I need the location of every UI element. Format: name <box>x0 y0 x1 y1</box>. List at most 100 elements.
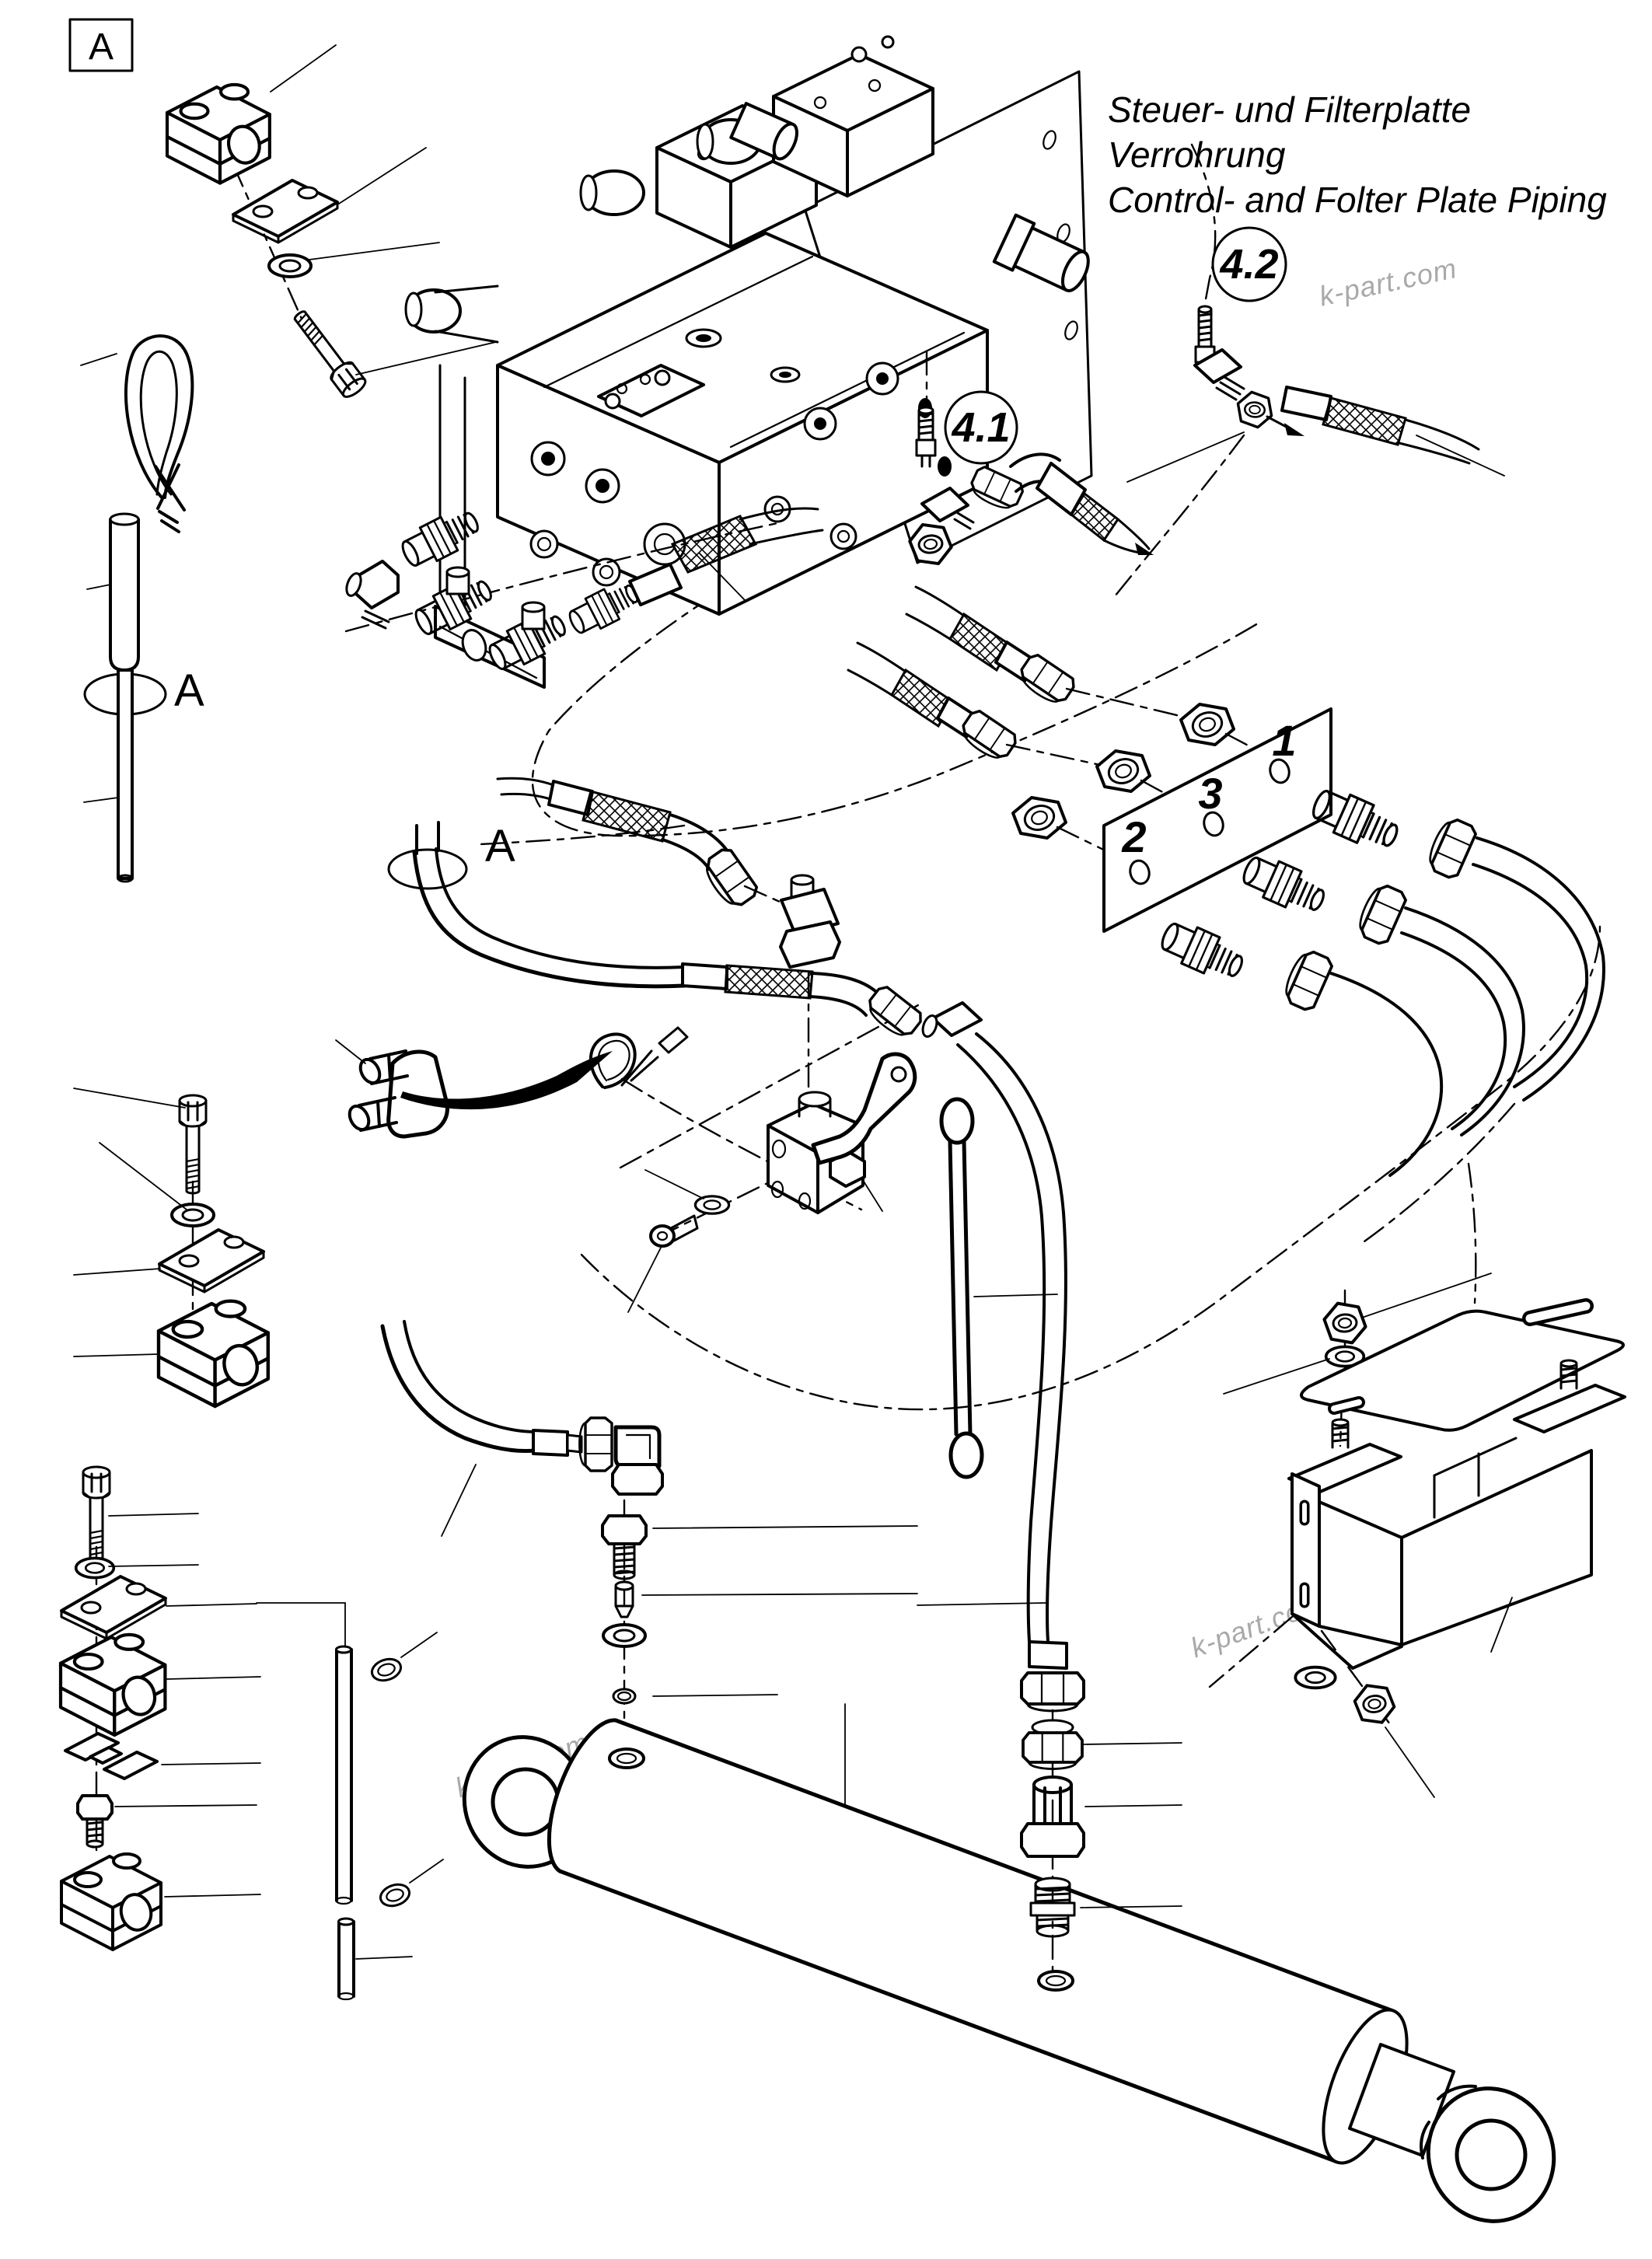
callout-4-1: 4.1 <box>951 404 1010 451</box>
block-fitting-right <box>992 213 1090 292</box>
cylinder-port-2 <box>1037 1970 1074 1992</box>
block-top-plate <box>597 364 705 417</box>
callout-circle-4-1 <box>944 390 1018 465</box>
clamp-stack-bottom-left <box>60 1465 261 1951</box>
elbow-fitting <box>345 560 400 630</box>
hydraulic-cylinder <box>462 1703 1556 2223</box>
spacer-h-plate <box>64 1732 159 1780</box>
title-line-de-1: Steuer- und Filterplatte <box>1108 89 1471 130</box>
clamp-block-3 <box>61 1635 165 1735</box>
bulkhead-fitting-2 <box>1237 849 1331 921</box>
hose-nut-cluster <box>847 585 1272 863</box>
fittings-row <box>344 502 824 678</box>
cylinder-port-1 <box>608 1747 645 1769</box>
adapter-fitting <box>601 1514 918 1580</box>
bracket-cover-plate <box>1300 1298 1625 1432</box>
hose-to-elbow <box>380 1320 613 1537</box>
elbow-above-valve <box>779 874 841 969</box>
title-line-en: Control- and Folter Plate Piping <box>1108 180 1607 220</box>
plug-fitting <box>76 1794 114 1849</box>
block-ports <box>529 328 952 587</box>
section-cut-ellipse-2 <box>387 848 468 890</box>
callout-4-2: 4.2 <box>1219 241 1278 288</box>
bracket-nut-top <box>1319 1300 1371 1346</box>
shutoff-valve <box>767 1052 917 1214</box>
tee-fitting-1 <box>409 566 499 643</box>
o-ring-2 <box>376 1880 414 1911</box>
title-block: Steuer- und Filterplatte Verrohrung Cont… <box>1108 89 1607 220</box>
callout-circle-4-2 <box>1211 226 1287 302</box>
detail-a-box: A <box>68 18 134 72</box>
pilot-valve-2 <box>696 53 934 197</box>
plate-hole-1 <box>1269 758 1291 784</box>
valve-lever <box>811 1052 917 1165</box>
thread-fitting-42 <box>1194 305 1216 364</box>
port-chain-right <box>917 1602 1182 1972</box>
hose-end-1 <box>905 585 1079 711</box>
hose-nut-b <box>1352 879 1409 948</box>
port-number-3: 3 <box>1198 769 1222 818</box>
bulkhead-fitting-1 <box>1306 782 1405 857</box>
bracket-box <box>1287 1359 1626 1670</box>
elbow-fitting-41 <box>906 487 975 567</box>
callout-4-2-group: 4.2 <box>1193 226 1505 477</box>
lock-nut-1 <box>1179 703 1235 746</box>
o-ring-small <box>612 1688 778 1705</box>
hose-nut-lower <box>1020 1671 1085 1713</box>
bracket-assembly <box>1223 1273 1626 1798</box>
washer-4 <box>602 1623 647 1648</box>
plate-hole-3 <box>1203 811 1224 837</box>
dual-fitting-arrow <box>335 1026 689 1139</box>
link-rod <box>939 1097 1058 1479</box>
washer-2 <box>170 1203 215 1227</box>
hose-end-2 <box>847 641 1021 766</box>
port-chain-left <box>380 1320 918 1749</box>
clamp-plate-3 <box>60 1575 167 1640</box>
section-marker-hose: A <box>485 821 515 871</box>
hex-bolt-2 <box>178 1094 208 1195</box>
elbow-90 <box>611 1425 664 1496</box>
port-plate: 1 3 2 <box>1102 707 1332 933</box>
mid-assembly: A <box>387 777 1067 1643</box>
hose-nut-c <box>1278 945 1336 1014</box>
hose-braided-2 <box>496 777 788 913</box>
hex-bolt <box>286 304 369 402</box>
elbow-fitting-42 <box>1193 348 1279 432</box>
hose-from-section-a <box>412 847 926 1044</box>
cylinder-barrel <box>547 1718 1406 2164</box>
socket-bolt-washer <box>627 1169 731 1313</box>
detail-a-label: A <box>89 26 114 68</box>
washer <box>267 253 313 278</box>
lanyard-clip <box>589 1026 689 1089</box>
watermark-2: k-part.com <box>1316 252 1460 312</box>
bracket-nut-bottom <box>1350 1682 1399 1726</box>
hose-a <box>1476 836 1605 1102</box>
clamp-block-4 <box>60 1852 162 1951</box>
o-ring-1 <box>368 1654 405 1685</box>
hose-descending <box>956 1032 1067 1643</box>
port-number-1: 1 <box>1272 716 1296 765</box>
hose-nut-a <box>1422 813 1479 882</box>
lock-nut-3 <box>1011 796 1067 840</box>
plate-hole-2 <box>1129 859 1151 885</box>
elbow-to-down-hose <box>921 1001 983 1038</box>
control-valve-block <box>404 35 1093 689</box>
dual-check-fitting <box>335 1039 449 1139</box>
port-number-2: 2 <box>1121 812 1146 861</box>
pipes-orings <box>256 1602 444 2001</box>
section-marker-cable: A <box>174 665 204 716</box>
clamp-assembly-top-left <box>167 44 497 402</box>
hose-c <box>1329 972 1444 1177</box>
hose-b <box>1404 906 1525 1136</box>
cable-assembly-left: A <box>80 334 204 883</box>
thread-fitting-41 <box>915 406 937 468</box>
cable-sleeve <box>109 518 140 672</box>
callout-4-1-group: 4.1 <box>906 350 1245 567</box>
washer-3 <box>74 1556 116 1580</box>
hose-4-2 <box>1280 386 1505 477</box>
hose-braided-1 <box>628 507 824 606</box>
bulkhead-fitting-3 <box>1155 915 1249 987</box>
cable-tube <box>117 669 134 880</box>
